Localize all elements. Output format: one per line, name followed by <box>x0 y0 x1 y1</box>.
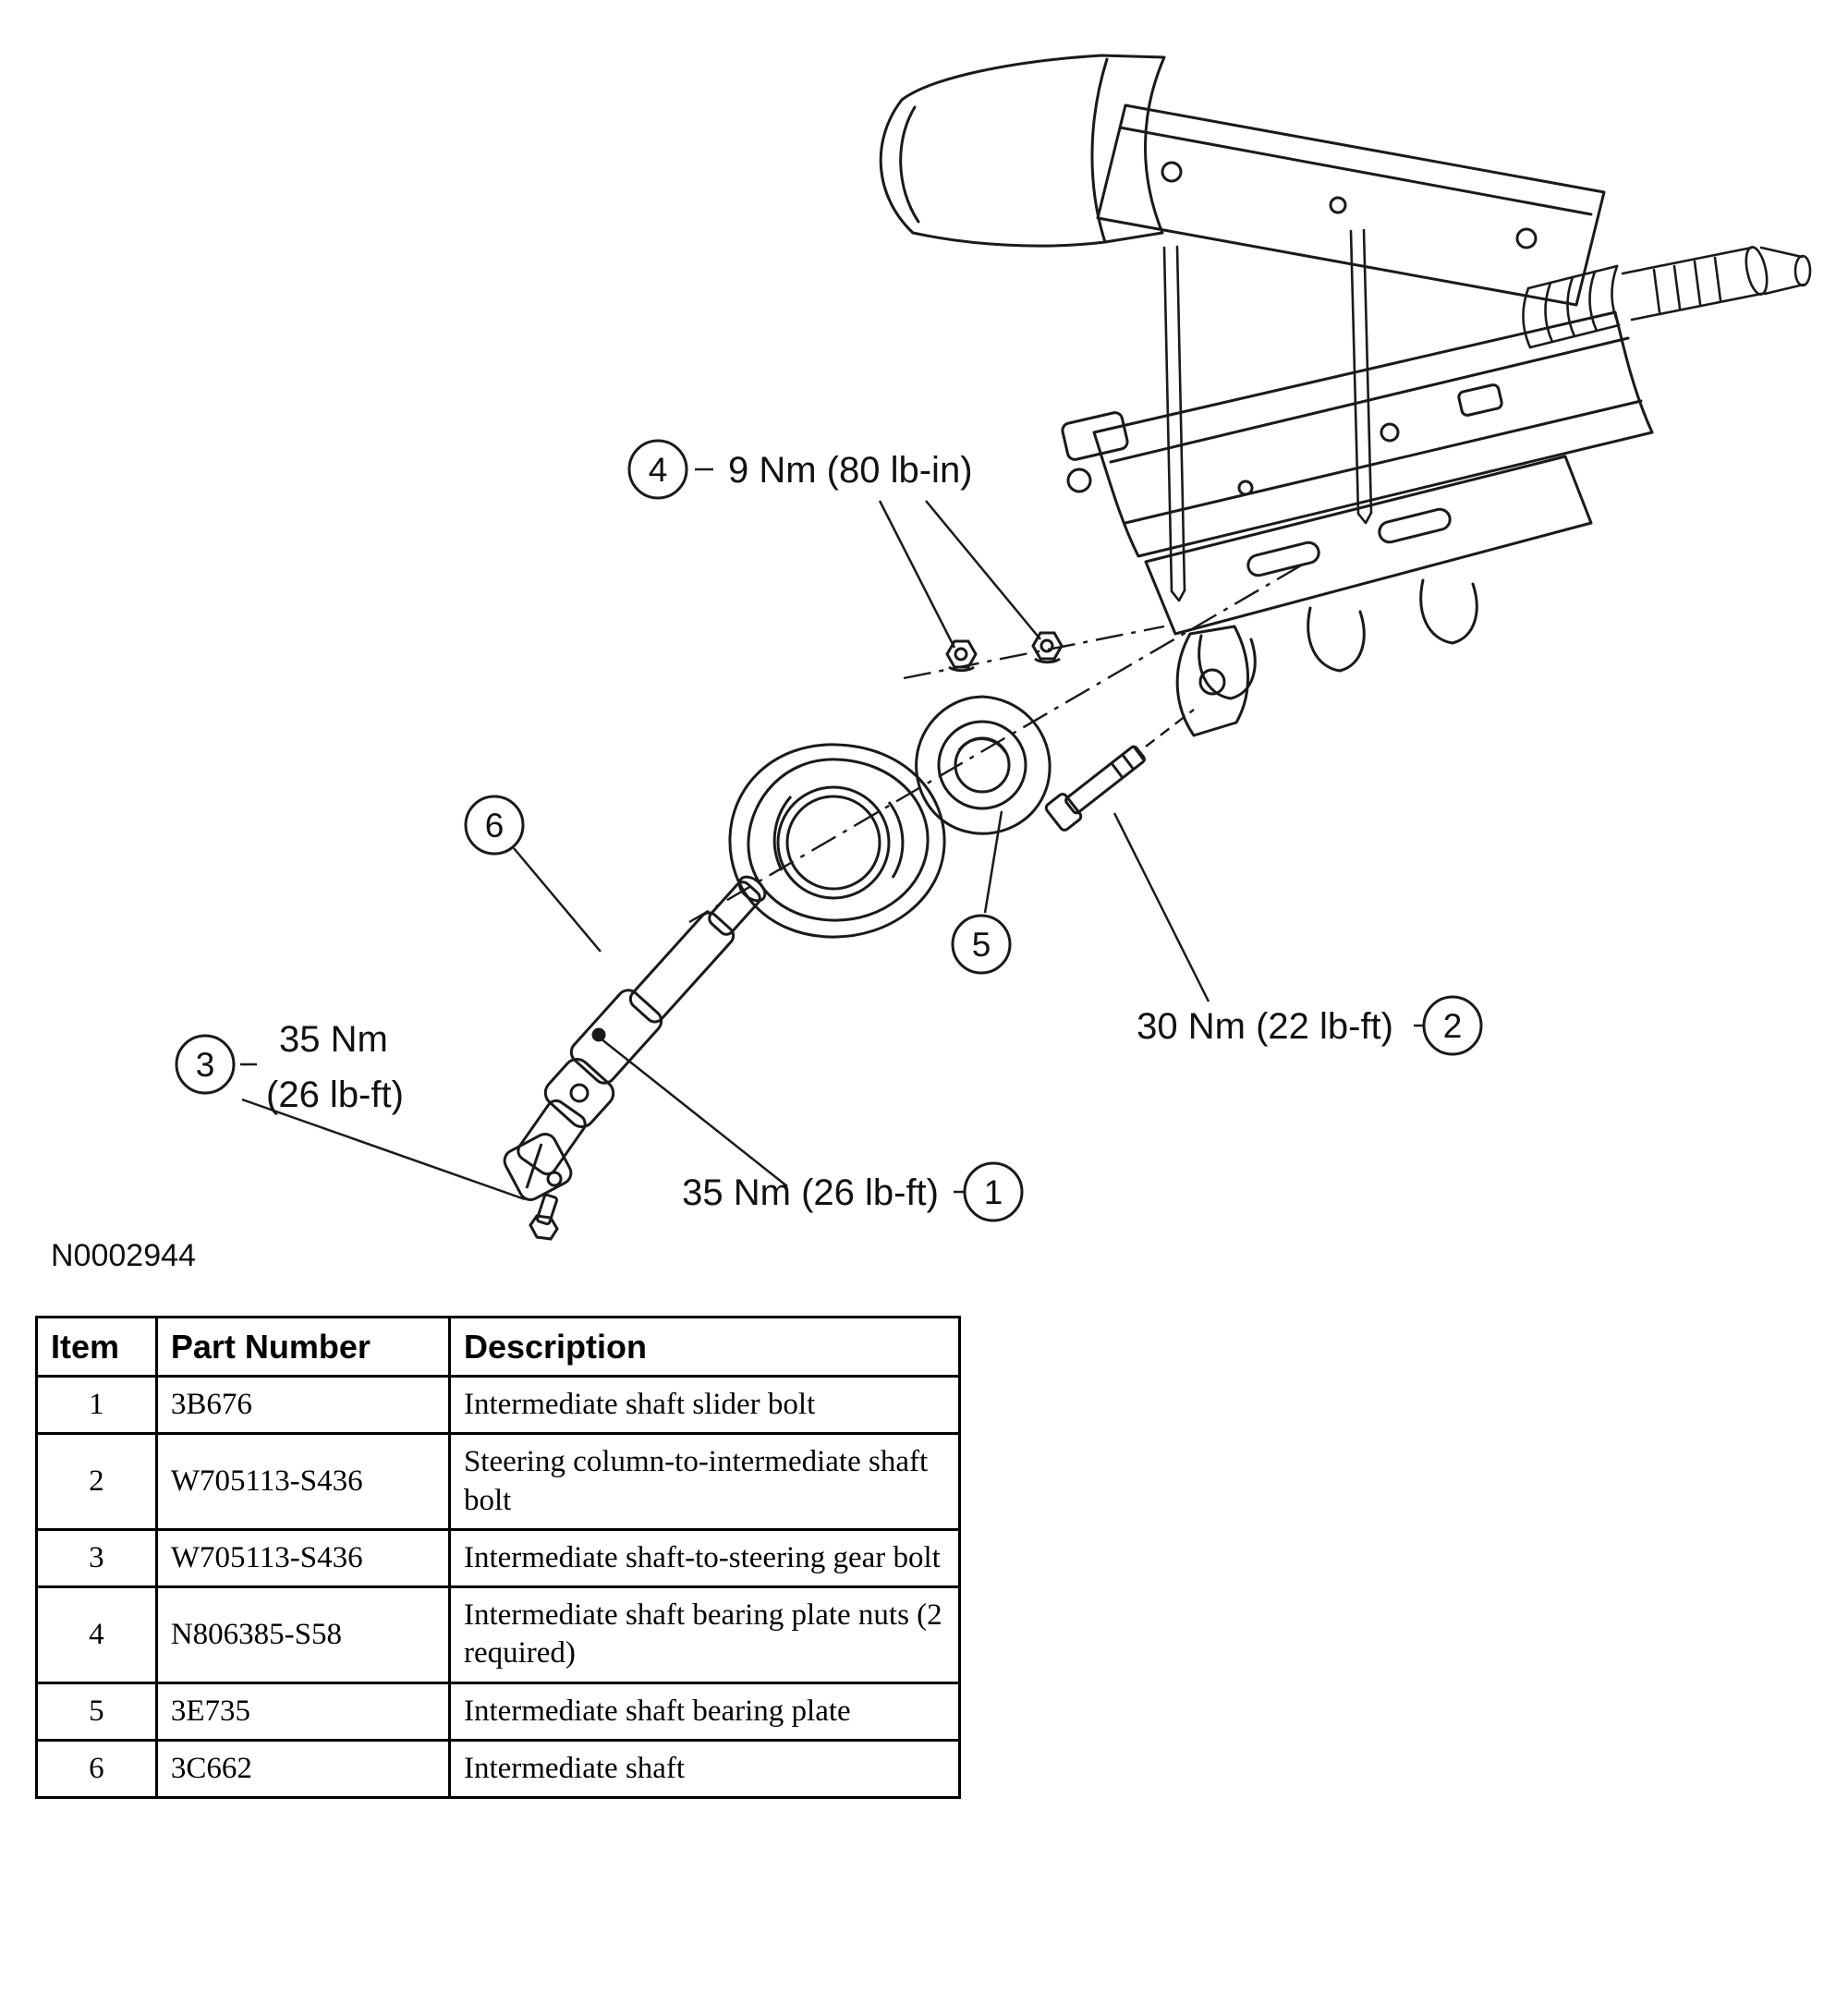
callout-6-marker <box>464 795 525 856</box>
item-cell: 4 <box>35 1585 158 1684</box>
description-cell: Intermediate shaft-to-steering gear bolt <box>447 1527 962 1589</box>
intermediate-shaft <box>503 875 767 1201</box>
torque-label-3-line1: 35 Nm <box>279 1019 388 1060</box>
description-cell: Intermediate shaft <box>447 1738 962 1800</box>
description-cell: Intermediate shaft bearing plate nuts (2… <box>447 1585 962 1684</box>
steering-column-assembly <box>879 54 1812 737</box>
nut-left <box>945 639 978 673</box>
torque-label-3-line2: (26 lb-ft) <box>266 1075 404 1115</box>
column-jacket <box>1061 310 1654 558</box>
exploded-diagram: 4 6 5 2 1 3 9 Nm (80 lb-in) 30 Nm (22 lb… <box>175 54 1812 1241</box>
item-cell: 3 <box>35 1527 158 1589</box>
header-description: Description <box>447 1316 962 1378</box>
table-row: 1 3B676 Intermediate shaft slider bolt <box>35 1374 962 1436</box>
header-item: Item <box>35 1316 158 1378</box>
part-number-cell: 3B676 <box>154 1374 451 1436</box>
description-cell: Intermediate shaft slider bolt <box>447 1374 962 1436</box>
column-lower-yoke <box>1175 625 1250 737</box>
torque-label-4: 9 Nm (80 lb-in) <box>728 450 973 491</box>
table-row: 6 3C662 Intermediate shaft <box>35 1738 962 1800</box>
callout-3-marker <box>175 1034 236 1095</box>
mounting-bracket <box>1096 103 1606 307</box>
part-number-cell: 3E735 <box>154 1681 451 1742</box>
callout-3-number: 3 <box>196 1046 215 1084</box>
column-shroud <box>879 54 1166 248</box>
callout-4-number: 4 <box>649 451 668 489</box>
item-cell: 1 <box>35 1374 158 1436</box>
description-cell: Steering column-to-intermediate shaft bo… <box>447 1432 962 1531</box>
part-number-cell: N806385-S58 <box>154 1585 451 1684</box>
callout-1-marker <box>963 1161 1024 1222</box>
bearing-seal-ring <box>728 743 946 939</box>
column-to-shaft-bolt <box>1044 745 1147 832</box>
gear-bolt <box>529 1193 559 1241</box>
callout-2-marker <box>1422 995 1483 1056</box>
table-row: 4 N806385-S58 Intermediate shaft bearing… <box>35 1585 962 1684</box>
table-row: 2 W705113-S436 Steering column-to-interm… <box>35 1432 962 1531</box>
table-row: 5 3E735 Intermediate shaft bearing plate <box>35 1681 962 1742</box>
item-cell: 5 <box>35 1681 158 1742</box>
table-row: 3 W705113-S436 Intermediate shaft-to-ste… <box>35 1527 962 1589</box>
parts-table: Item Part Number Description 1 3B676 Int… <box>35 1316 962 1800</box>
figure-id: N0002944 <box>51 1238 196 1273</box>
item-cell: 2 <box>35 1432 158 1531</box>
bearing-plate-nuts <box>945 631 1064 673</box>
input-shaft-boot <box>1522 246 1812 349</box>
callout-6-number: 6 <box>485 807 505 844</box>
part-number-cell: 3C662 <box>154 1738 451 1800</box>
table-header-row: Item Part Number Description <box>35 1316 962 1378</box>
torque-label-1: 35 Nm (26 lb-ft) <box>682 1172 939 1213</box>
callout-1-number: 1 <box>984 1173 1003 1211</box>
bracket-studs <box>1162 228 1373 602</box>
torque-label-2: 30 Nm (22 lb-ft) <box>1137 1006 1393 1047</box>
lower-bracket <box>1144 455 1593 700</box>
part-number-cell: W705113-S436 <box>154 1527 451 1589</box>
description-cell: Intermediate shaft bearing plate <box>447 1681 962 1742</box>
nut-right <box>1031 631 1064 664</box>
steering-column-diagram: 4 6 5 2 1 3 9 Nm (80 lb-in) 30 Nm (22 lb… <box>175 54 1812 1241</box>
part-number-cell: W705113-S436 <box>154 1432 451 1531</box>
callout-2-number: 2 <box>1443 1007 1463 1045</box>
callout-4-marker <box>627 439 688 500</box>
item-cell: 6 <box>35 1738 158 1800</box>
bearing-plate <box>915 695 1052 835</box>
callout-5-marker <box>951 914 1012 975</box>
header-part-number: Part Number <box>154 1316 451 1378</box>
callout-5-number: 5 <box>972 926 991 964</box>
callout-markers <box>175 439 1483 1222</box>
leader-lines <box>240 468 1430 1201</box>
